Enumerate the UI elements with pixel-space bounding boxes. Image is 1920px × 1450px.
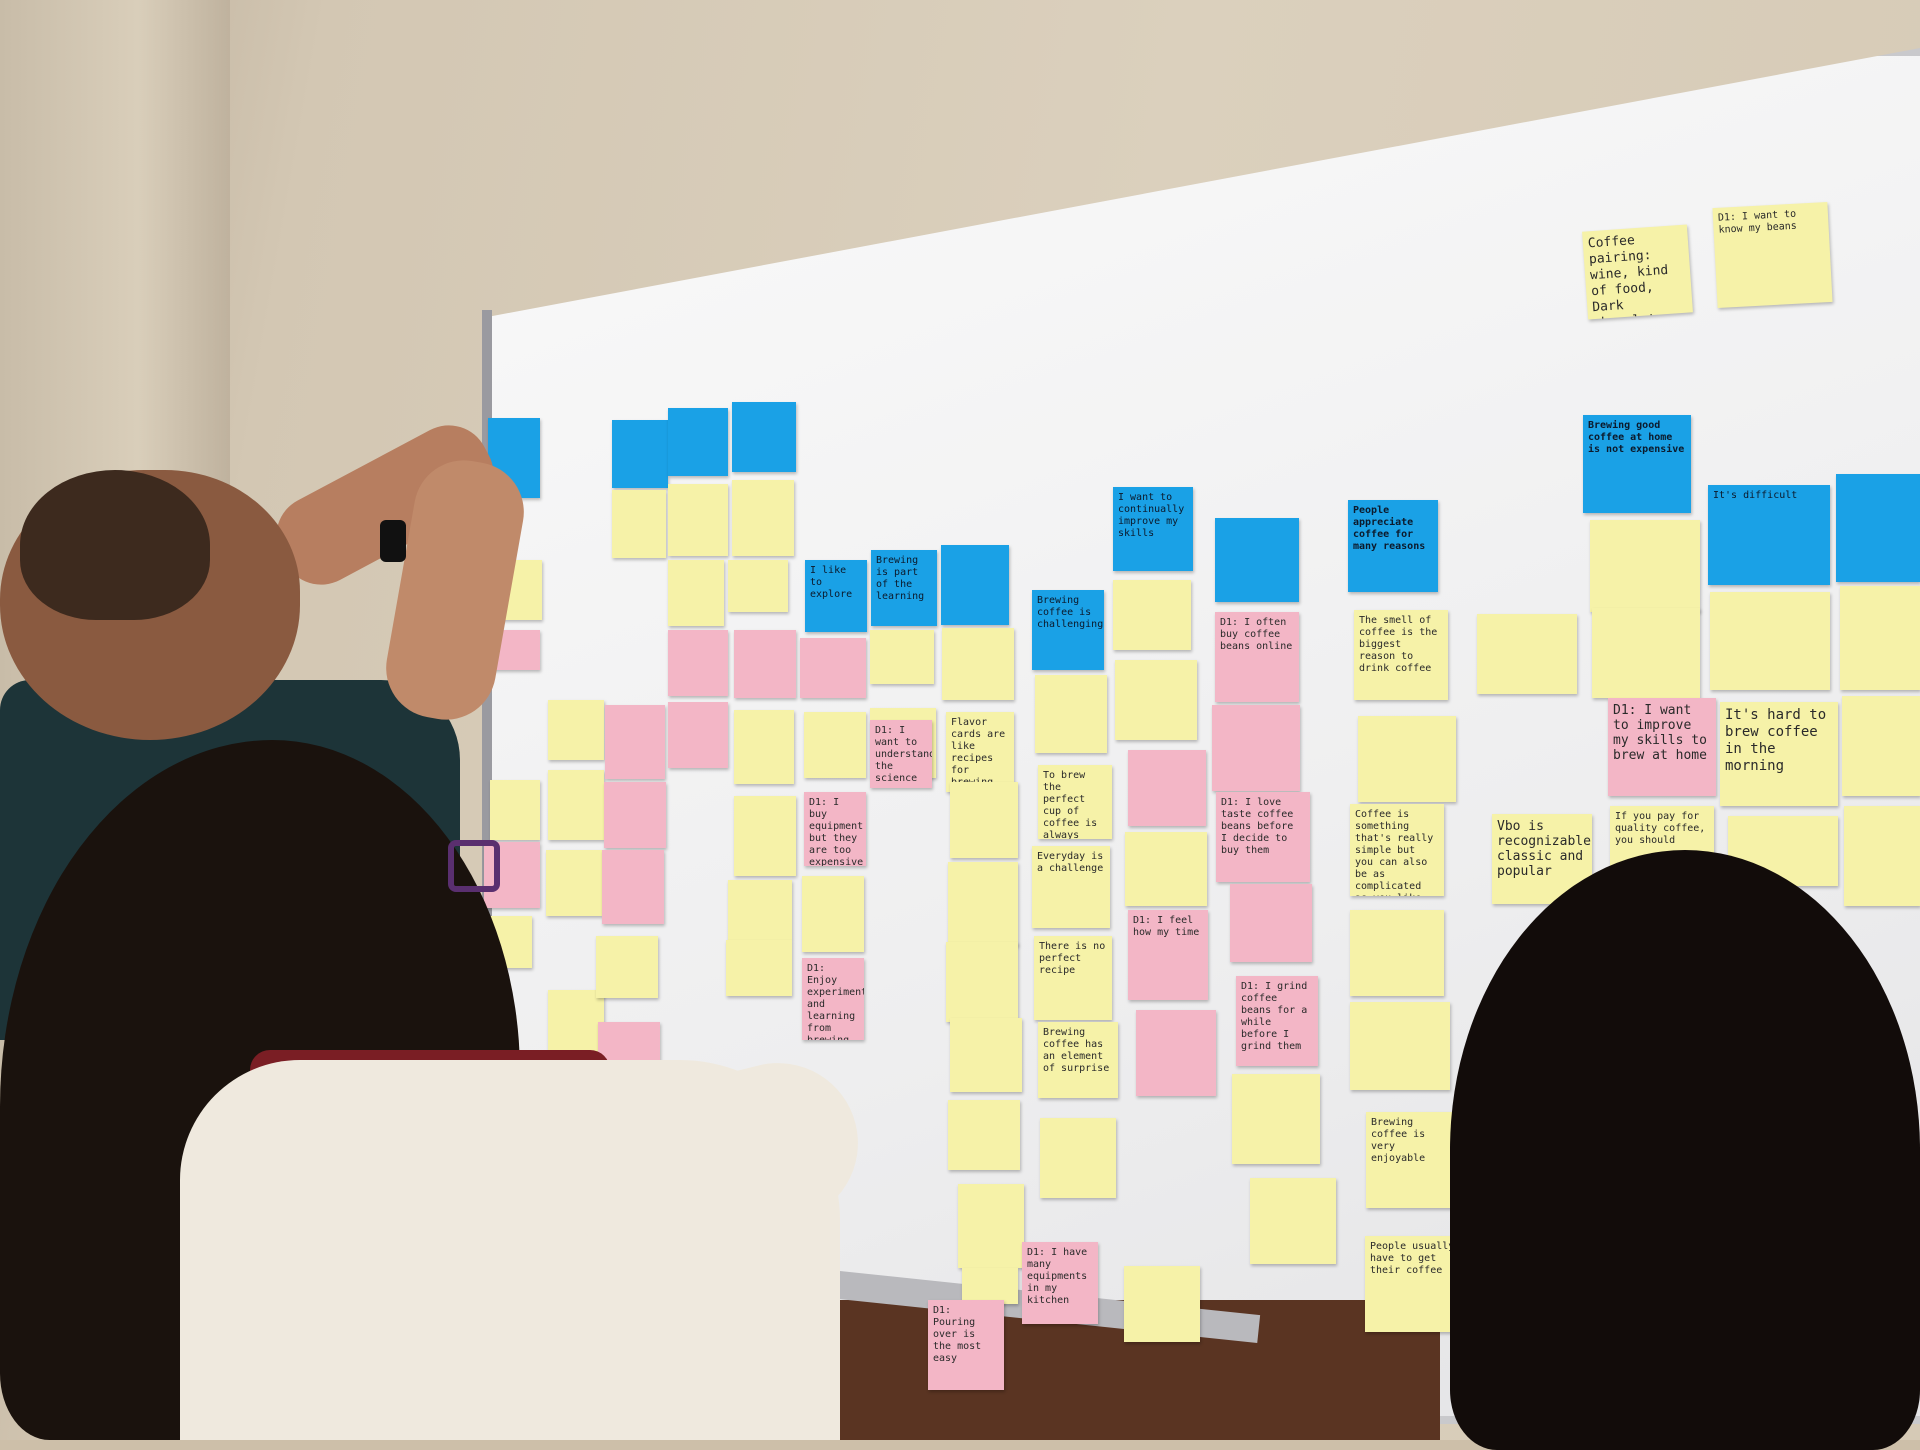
sticky-note bbox=[1250, 1178, 1336, 1264]
sticky-note bbox=[1842, 696, 1920, 796]
header-note bbox=[612, 420, 668, 488]
sticky-note: D1: I want to understand the science bbox=[870, 720, 932, 788]
sticky-note: D1: I feel how my time bbox=[1128, 910, 1208, 1000]
sticky-note bbox=[1115, 660, 1197, 740]
sticky-note bbox=[962, 1268, 1018, 1304]
sticky-note bbox=[726, 940, 792, 996]
sticky-note: Brewing coffee is very enjoyable bbox=[1366, 1112, 1458, 1208]
sticky-note bbox=[604, 782, 666, 848]
sticky-note: D1: I often buy coffee beans online bbox=[1215, 612, 1299, 702]
sticky-note bbox=[732, 480, 794, 556]
header-note: Brewing is part of the learning bbox=[871, 550, 937, 626]
sticky-note: Flavor cards are like recipes for brewin… bbox=[946, 712, 1014, 792]
sticky-note: People usually have to get their coffee bbox=[1365, 1236, 1463, 1332]
sticky-note bbox=[1113, 580, 1191, 650]
header-note bbox=[1215, 518, 1299, 602]
sticky-note bbox=[1840, 586, 1920, 690]
sticky-note bbox=[668, 630, 728, 696]
sticky-note: Coffee pairing: wine, kind of food, Dark… bbox=[1582, 224, 1693, 320]
sticky-note bbox=[605, 705, 665, 779]
sticky-note bbox=[804, 712, 866, 778]
sticky-note bbox=[668, 702, 728, 768]
sticky-note bbox=[1232, 1074, 1320, 1164]
sticky-note bbox=[1040, 1118, 1116, 1198]
header-note bbox=[668, 408, 728, 476]
sticky-note bbox=[1592, 608, 1700, 698]
sticky-note bbox=[1710, 592, 1830, 690]
sticky-note bbox=[950, 1018, 1022, 1092]
sticky-note bbox=[548, 990, 604, 1060]
sticky-note bbox=[948, 862, 1018, 946]
sticky-note bbox=[1477, 614, 1577, 694]
man-hair bbox=[20, 470, 210, 620]
sticky-note bbox=[668, 560, 724, 626]
header-note bbox=[1836, 474, 1920, 582]
wristwatch bbox=[380, 520, 406, 562]
sticky-note: Brewing coffee has an element of surpris… bbox=[1038, 1022, 1118, 1098]
sticky-note bbox=[1590, 520, 1700, 612]
sticky-note bbox=[548, 700, 604, 760]
sticky-note bbox=[490, 780, 540, 840]
sticky-note bbox=[728, 880, 792, 940]
sticky-note bbox=[802, 876, 864, 952]
sticky-note: D1: Pouring over is the most easy bbox=[928, 1300, 1004, 1390]
sticky-note bbox=[484, 842, 540, 908]
sticky-note bbox=[1124, 1266, 1200, 1342]
sticky-note bbox=[546, 850, 602, 916]
header-note: I want to continually improve my skills bbox=[1113, 487, 1193, 571]
sticky-note: Coffee is something that's really simple… bbox=[1350, 804, 1444, 896]
sticky-note bbox=[728, 560, 788, 612]
sticky-note: D1: I love taste coffee beans before I d… bbox=[1216, 792, 1310, 882]
sticky-note bbox=[942, 628, 1014, 700]
sticky-note bbox=[734, 710, 794, 784]
sticky-note bbox=[734, 796, 796, 876]
sticky-note bbox=[1128, 750, 1206, 826]
sticky-note bbox=[1125, 832, 1207, 906]
sticky-note bbox=[948, 1100, 1020, 1170]
header-note: Brewing coffee is challenging bbox=[1032, 590, 1104, 670]
sticky-note bbox=[602, 850, 664, 924]
person-head-foreground bbox=[1450, 850, 1920, 1450]
sticky-note bbox=[1844, 806, 1920, 906]
sticky-note bbox=[1350, 1002, 1450, 1090]
sticky-note: D1: I grind coffee beans for a while bef… bbox=[1236, 976, 1318, 1066]
header-note: I like to explore bbox=[805, 560, 867, 632]
sticky-note: There is no perfect recipe bbox=[1034, 936, 1112, 1020]
header-note: Brewing good coffee at home is not expen… bbox=[1583, 415, 1691, 513]
sticky-note bbox=[870, 630, 934, 684]
sticky-note bbox=[612, 490, 666, 558]
sticky-note: Everyday is a challenge bbox=[1032, 846, 1110, 928]
sticky-note bbox=[1350, 910, 1444, 996]
header-note: It's difficult bbox=[1708, 485, 1830, 585]
sticky-note: D1: I want to know my beans bbox=[1712, 202, 1833, 308]
sticky-note: D1: I have many equipments in my kitchen bbox=[1022, 1242, 1098, 1324]
sticky-note bbox=[946, 942, 1018, 1022]
header-note bbox=[941, 545, 1009, 625]
glasses bbox=[448, 840, 500, 892]
sticky-note: D1: I want to improve my skills to brew … bbox=[1608, 698, 1716, 796]
sticky-note bbox=[668, 484, 728, 556]
sticky-note bbox=[1230, 884, 1312, 962]
sticky-note: To brew the perfect cup of coffee is alw… bbox=[1038, 765, 1112, 839]
header-note bbox=[732, 402, 796, 472]
sticky-note: D1: Enjoy experimenting and learning fro… bbox=[802, 958, 864, 1040]
sticky-note: D1: I buy equipment but they are too exp… bbox=[804, 792, 866, 866]
sticky-note: The smell of coffee is the biggest reaso… bbox=[1354, 610, 1448, 700]
sticky-note bbox=[958, 1184, 1024, 1268]
sticky-note bbox=[1358, 716, 1456, 802]
sticky-note bbox=[1212, 705, 1300, 791]
sticky-note bbox=[950, 782, 1018, 858]
sticky-note bbox=[596, 936, 658, 998]
sticky-note bbox=[548, 770, 604, 840]
sticky-note bbox=[1035, 675, 1107, 753]
sticky-note bbox=[1136, 1010, 1216, 1096]
whiteboard-edge bbox=[482, 310, 492, 1310]
sticky-note bbox=[800, 638, 866, 698]
header-note: People appreciate coffee for many reason… bbox=[1348, 500, 1438, 592]
sticky-note bbox=[734, 630, 796, 698]
sticky-note: It's hard to brew coffee in the morning bbox=[1720, 702, 1838, 806]
